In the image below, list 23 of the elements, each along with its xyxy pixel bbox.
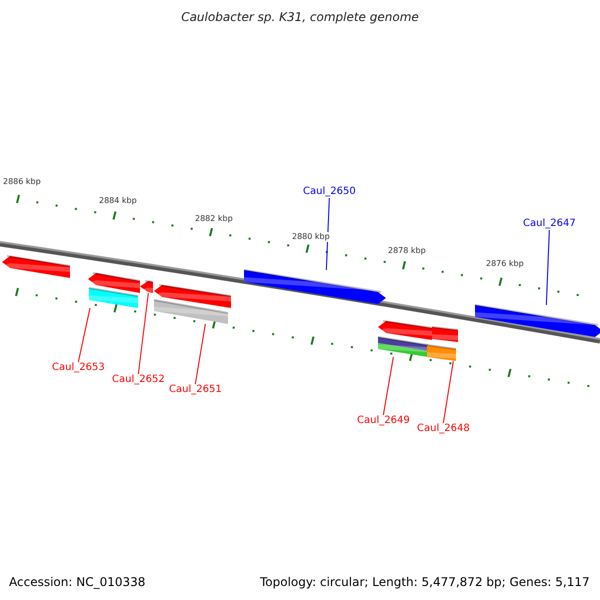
gene-label: Caul_2649 [357,415,410,427]
gene-label: Caul_2651 [169,384,222,396]
leader-line [138,292,149,374]
gene-label: Caul_2647 [523,218,576,230]
tick-label: 2878 kbp [388,246,426,256]
gene-label: Caul_2653 [52,362,105,374]
footer-text: Accession: NC_010338 [9,575,146,589]
leader-line [382,356,394,416]
tick-label: 2884 kbp [99,196,137,206]
gene-label: Caul_2648 [417,423,470,435]
tick-label: 2886 kbp [3,177,41,187]
leader-line [78,308,90,362]
title: Caulobacter sp. K31, complete genome [180,10,420,24]
gene-label: Caul_2650 [303,186,356,198]
tick-label: 2882 kbp [195,214,233,224]
leader-line [326,198,330,270]
tick-label: 2880 kbp [292,232,330,242]
gene-label: Caul_2652 [112,374,165,386]
footer-text: Topology: circular; Length: 5,477,872 bp; Genes: 5,117 [260,575,590,589]
leader-line [442,360,454,424]
leader-line [546,230,550,306]
tick-label: 2876 kbp [486,259,524,269]
leader-line [194,324,206,384]
